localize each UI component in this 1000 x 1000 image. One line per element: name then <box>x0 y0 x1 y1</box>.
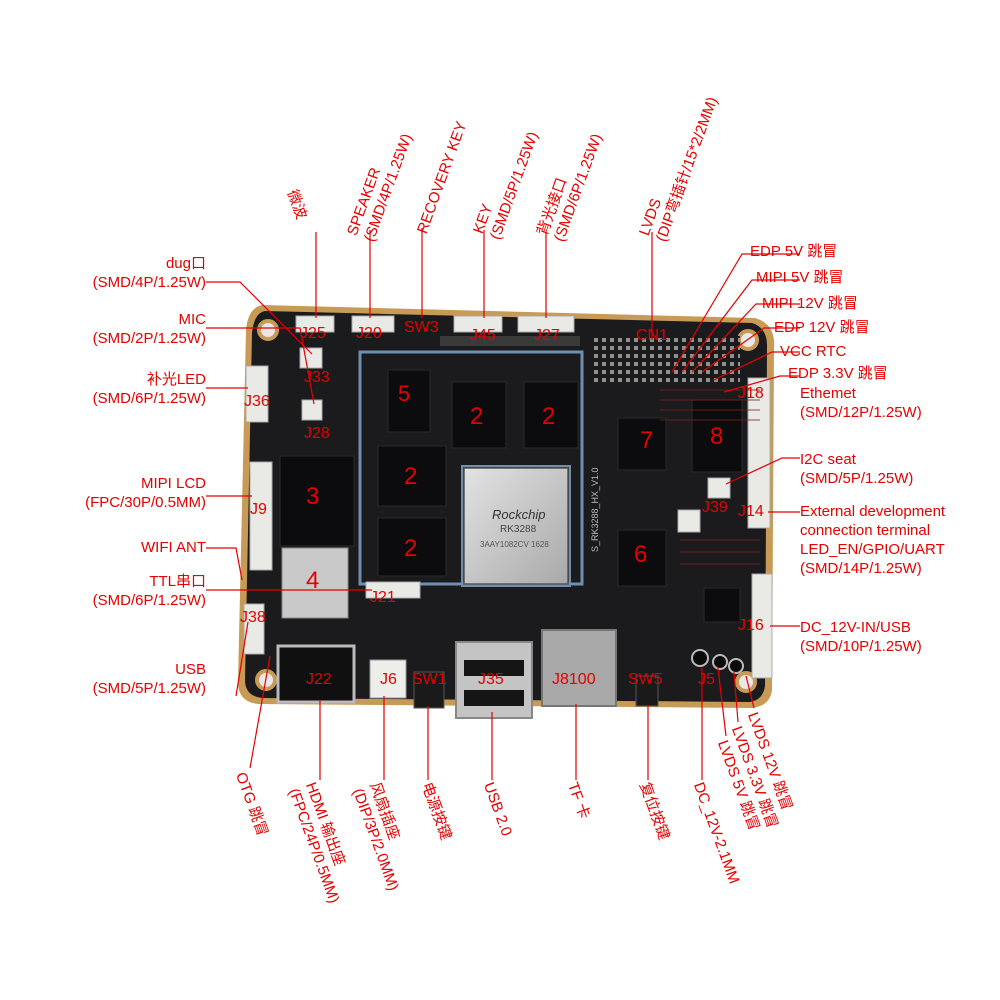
cn1-pin-header <box>590 336 740 382</box>
soc-model: RK3288 <box>500 524 537 535</box>
label-fill-led: 补光LED(SMD/6P/1.25W) <box>92 371 206 407</box>
marker-6: 6 <box>634 541 648 568</box>
marker-7: 7 <box>640 427 654 454</box>
label-j33: J33 <box>304 369 330 386</box>
label-j28: J28 <box>304 425 330 442</box>
label-ttl: TTL串口(SMD/6P/1.25W) <box>92 573 206 609</box>
marker-2c: 2 <box>404 463 418 490</box>
marker-2d: 2 <box>404 535 418 562</box>
marker-2b: 2 <box>542 403 556 430</box>
label-ethernet: Ethemet(SMD/12P/1.25W) <box>800 385 922 421</box>
label-j6: J6 <box>380 671 397 688</box>
label-sw3: SW3 <box>404 319 439 336</box>
label-vcc-rtc: VCC RTC <box>780 343 847 360</box>
label-mipi-lcd: MIPI LCD(FPC/30P/0.5MM) <box>85 475 206 511</box>
label-j8100: J8100 <box>552 671 596 688</box>
label-mic: MIC(SMD/2P/1.25W) <box>92 311 206 347</box>
tf-slot <box>541 629 617 707</box>
label-edp12v: EDP 12V 跳冒 <box>774 319 870 336</box>
label-j9: J9 <box>250 501 267 518</box>
label-j39: J39 <box>702 499 728 516</box>
label-i2c: I2C seat(SMD/5P/1.25W) <box>800 451 914 487</box>
label-usb-left: USB(SMD/5P/1.25W) <box>92 661 206 697</box>
label-j36: J36 <box>244 393 270 410</box>
label-cn1: CN1 <box>636 327 669 344</box>
label-j18: J18 <box>738 385 764 402</box>
label-edp33v: EDP 3.3V 跳冒 <box>788 365 888 382</box>
marker-5: 5 <box>398 381 411 406</box>
soc-brand: Rockchip <box>492 507 546 522</box>
label-j16: J16 <box>738 617 764 634</box>
traces <box>660 389 760 565</box>
label-j38: J38 <box>240 609 266 626</box>
soc-code: 3AAY1082CV 1628 <box>480 540 549 549</box>
hdmi-fpc <box>276 644 356 704</box>
marker-2a: 2 <box>470 403 484 430</box>
soc-chip <box>463 467 569 585</box>
label-j22: J22 <box>306 671 332 688</box>
jumpers <box>691 649 744 674</box>
marker-8: 8 <box>710 423 724 450</box>
label-j25: J25 <box>300 325 326 342</box>
label-sw1: SW1 <box>412 671 447 688</box>
label-j14: J14 <box>738 503 764 520</box>
label-sw5: SW5 <box>628 671 663 688</box>
leader-lines <box>206 228 800 780</box>
label-j20: J20 <box>356 325 382 342</box>
ic-chips <box>279 369 743 623</box>
label-j45: J45 <box>470 327 496 344</box>
label-j5: J5 <box>698 671 715 688</box>
marker-4: 4 <box>306 567 320 594</box>
mounting-holes <box>255 319 759 693</box>
wifi-module <box>281 547 349 619</box>
pcb-silkscreen: S_RK3288_HX_V1.0 <box>590 467 600 552</box>
label-wifi-ant: WIFI ANT <box>141 539 206 556</box>
label-j21: J21 <box>370 589 396 606</box>
label-mipi12v: MIPI 12V 跳冒 <box>762 295 858 312</box>
reset-button <box>635 675 659 707</box>
label-dc-usb: DC_12V-IN/USB(SMD/10P/1.25W) <box>800 619 922 655</box>
label-debug: dug口(SMD/4P/1.25W) <box>92 255 206 291</box>
top-connectors <box>243 315 773 679</box>
fan-connector <box>369 659 407 699</box>
marker-3: 3 <box>306 483 320 510</box>
label-j35: J35 <box>478 671 504 688</box>
label-mipi5v: MIPI 5V 跳冒 <box>756 269 844 286</box>
label-j27: J27 <box>534 327 560 344</box>
power-button <box>413 671 445 709</box>
label-edp5v: EDP 5V 跳冒 <box>750 243 838 260</box>
